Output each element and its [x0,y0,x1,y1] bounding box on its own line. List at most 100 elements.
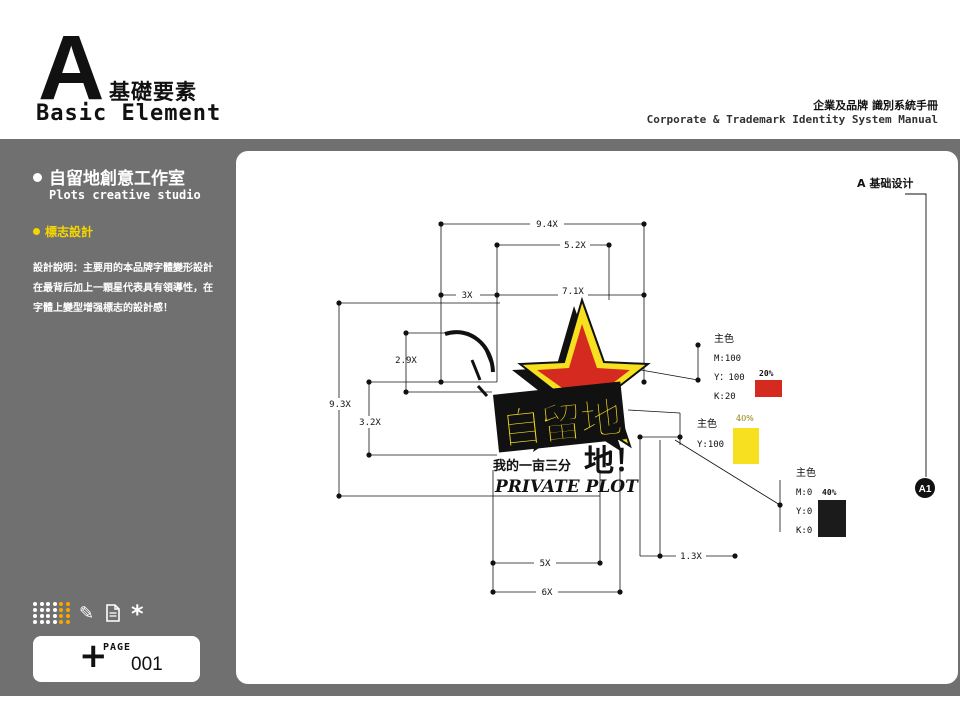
section-nav-label: 標志設計 [45,225,94,239]
dimension-endpoint-dot [494,292,500,298]
dimension-endpoint-dot [695,377,701,383]
color-label: 主色 [714,332,734,345]
color-spec: Y：100 [714,373,745,383]
dot-grid-dot [65,614,70,618]
color-spec: M:100 [714,354,741,364]
dot-grid-dot [52,614,57,618]
dot-grid-dot [39,608,44,612]
dim-total-height: 9.3X [329,400,351,410]
badge-circle [915,478,935,498]
dot-grid-dot [59,620,63,624]
dim-bottom-inner: 5X [540,559,551,569]
color-spec: K:20 [714,392,736,402]
title-backing [493,381,627,453]
dimension-endpoint-dot [657,553,663,559]
color-spec: M:0 [796,488,812,498]
dot-grid-dot [33,602,37,606]
dimension-endpoint-dot [641,379,647,385]
color-spec-1: 主色 M:100 Y：100 K:20 20% [714,332,782,402]
page-number: 001 [131,654,163,675]
section-nav-item[interactable]: 標志設計 [33,223,93,240]
dimension-endpoint-dot [777,502,783,508]
logo-big-char: 地！ [584,444,644,479]
studio-name-cn-text: 自留地創意工作室 [49,169,185,189]
dot-grid-dot [46,608,50,612]
dim-text-height: 3.2X [359,418,381,428]
logo-tagline: 我的一亩三分 [493,458,571,474]
dim-star-width: 5.2X [564,241,586,251]
dim-top-width: 9.4X [536,220,558,230]
dot-grid-dot [59,608,63,612]
dimension-endpoint-dot [438,292,444,298]
dimension-endpoint-dot [366,452,372,458]
color-swatch-red [755,380,782,397]
diagram-card: A 基础设计 A1 [236,151,958,684]
page-label: PAGE [103,642,132,653]
dim-side-gap: 1.3X [680,552,702,562]
studio-name-en: Plots creative studio [49,188,201,202]
dot-grid-dot [65,620,70,624]
color-swatch-black [818,500,846,537]
dot-grid-dot [59,602,63,606]
color-percent: 40% [736,414,754,423]
dot-grid-dot [33,614,37,618]
dimension-endpoint-dot [403,389,409,395]
dot-grid-dot [65,608,70,612]
color-percent: 20% [759,369,774,378]
dimension-endpoint-dot [490,589,496,595]
brand-logo: 自留地 我的一亩三分 地！ PRIVATE PLOT [444,296,651,497]
dim-left-span: 3X [462,291,473,301]
dot-grid-dot [39,614,44,618]
dot-grid-dot [39,602,44,606]
dot-grid-dot [46,602,50,606]
dimension-endpoint-dot [438,379,444,385]
burst-stroke [483,346,493,363]
studio-name-cn: 自留地創意工作室 [33,164,185,189]
pencil-icon[interactable]: ✎ [79,603,95,624]
plus-icon: + [79,636,108,676]
dimension-endpoint-dot [597,560,603,566]
dot-grid-icon [33,602,71,626]
design-description: 設計說明：主要用的本品牌字體變形設計在最背后加上一顆星代表具有領導性，在字體上變… [33,263,213,314]
dot-grid-dot [52,608,57,612]
dimension-endpoint-dot [366,379,372,385]
document-icon[interactable] [105,604,121,627]
star-icon[interactable]: * [131,600,144,628]
color-percent: 40% [822,488,837,497]
dot-grid-dot [59,614,63,618]
burst-stroke [476,384,489,398]
burst-stroke [444,330,495,373]
dimension-endpoint-dot [677,434,683,440]
dimension-endpoint-dot [336,493,342,499]
color-label: 主色 [796,466,816,479]
dimension-endpoint-dot [336,300,342,306]
dimension-endpoint-dot [438,221,444,227]
color-spec-3: 主色 M:0 Y:0 K:0 40% [796,466,846,537]
dim-bottom-outer: 6X [542,588,553,598]
logo-spec-diagram: A 基础设计 A1 [326,176,935,598]
dim-burst-height: 2.9X [395,356,417,366]
dot-grid-dot [65,602,70,606]
color-spec-2: 主色 Y:100 40% [697,414,759,464]
burst-stroke [470,359,482,381]
section-letter: A [38,17,105,119]
manual-title-en: Corporate & Trademark Identity System Ma… [646,113,938,126]
dimension-labels: 9.4X 5.2X 3X 7.1X 2.9X 9.3X 3.2X 5X 6X 1… [326,218,706,598]
section-title-en: Basic Element [36,101,222,126]
page-badge: A1 [919,484,932,495]
dot-grid-dot [52,620,57,624]
color-swatch-yellow [733,428,759,464]
dimension-endpoint-dot [617,589,623,595]
toolbar: ✎ * [33,602,163,630]
dimension-endpoint-dot [606,242,612,248]
color-label: 主色 [697,417,717,430]
dot-grid-dot [33,620,37,624]
color-spec: K:0 [796,526,812,536]
dim-right-span: 7.1X [562,287,584,297]
manual-title-cn: 企業及品牌 識別系統手冊 [813,99,938,112]
dot-grid-dot [46,620,50,624]
section-title-cn: 基礎要素 [109,80,197,104]
color-spec: Y:100 [697,440,724,450]
dot-grid-dot [33,608,37,612]
dot-grid-dot [52,602,57,606]
